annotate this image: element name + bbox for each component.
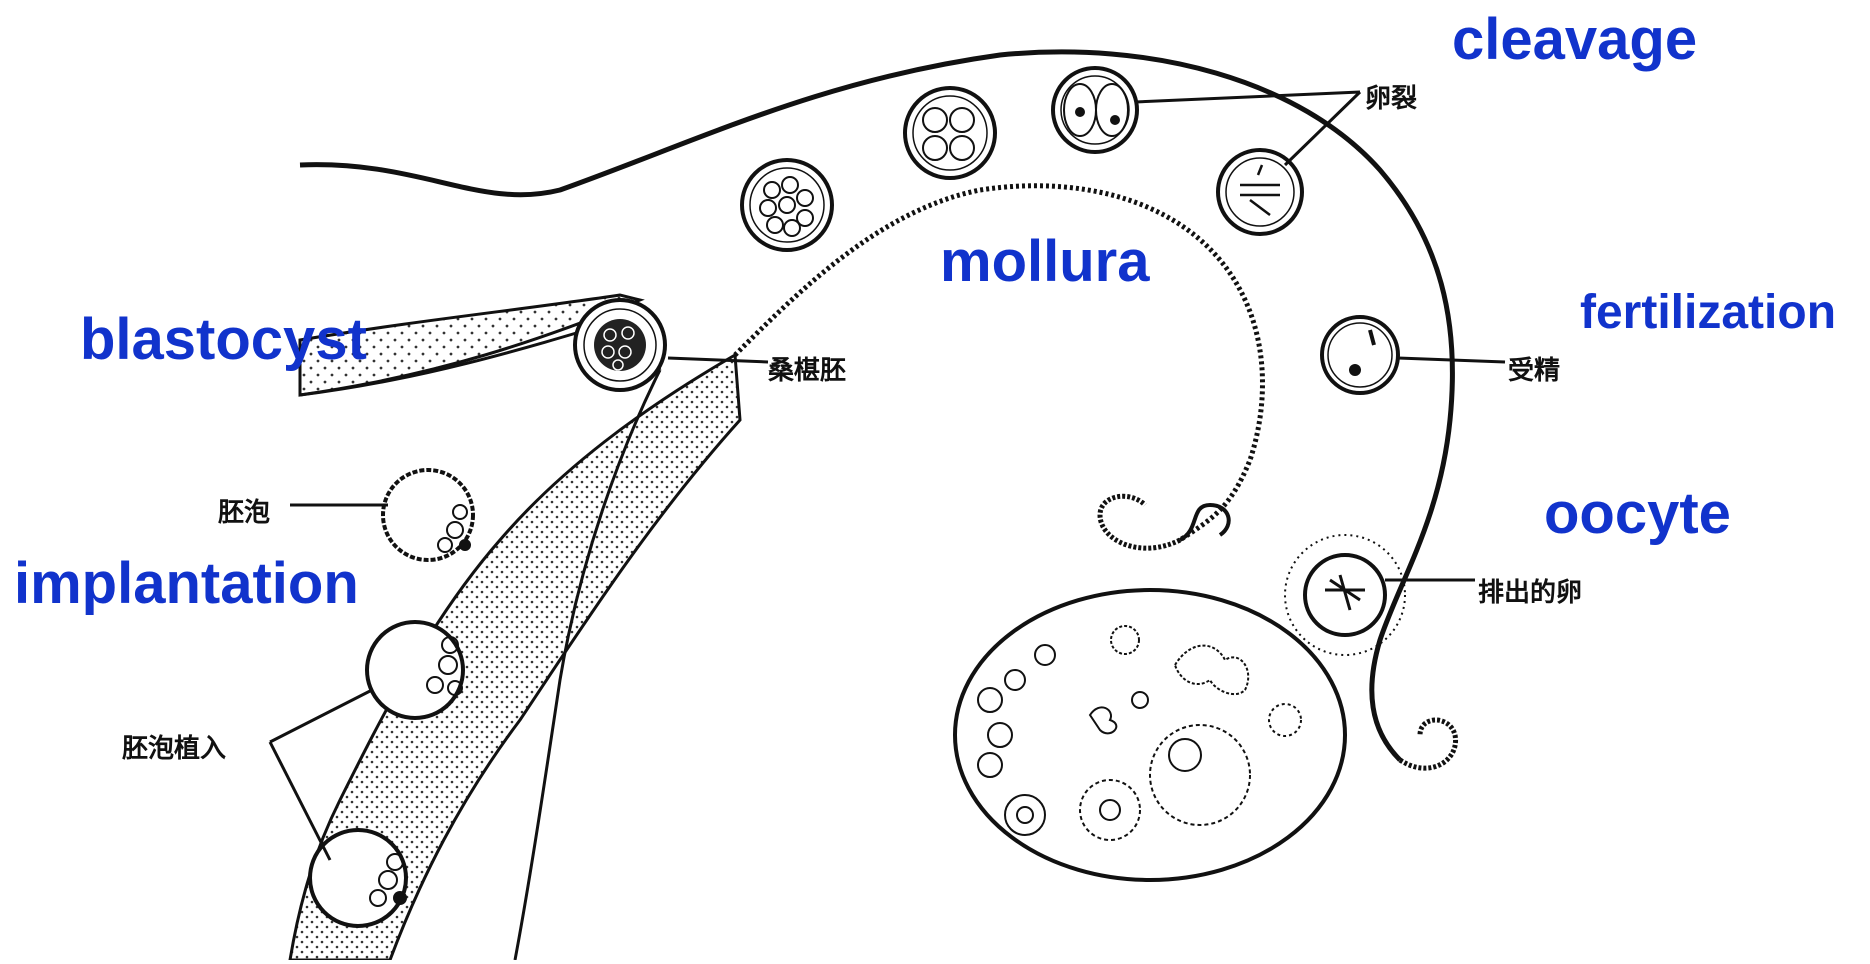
ovulated-egg	[1285, 535, 1405, 655]
cleavage-stage-four-cell	[905, 88, 995, 178]
fertilized-egg	[1322, 317, 1398, 393]
zh-label-blastocyst: 胚泡	[218, 492, 270, 529]
label-cleavage: cleavage	[1452, 6, 1697, 73]
blastocyst-free	[383, 470, 473, 560]
ovary	[955, 590, 1345, 880]
zh-label-morula: 桑椹胚	[768, 350, 846, 387]
label-blastocyst: blastocyst	[80, 306, 367, 373]
label-oocyte: oocyte	[1544, 480, 1731, 547]
zh-label-implantation: 胚泡植入	[122, 728, 226, 765]
cleavage-stage-eight-cell	[742, 160, 832, 250]
fimbria-curl-bottom	[1400, 720, 1456, 768]
zh-label-cleavage: 卵裂	[1365, 78, 1417, 115]
zh-label-ovulated-egg: 排出的卵	[1478, 572, 1582, 609]
label-implantation: implantation	[14, 550, 359, 617]
cleavage-stage-two-cell	[1053, 68, 1137, 152]
fimbria-curl-left	[1100, 496, 1180, 548]
label-mollura: mollura	[940, 228, 1150, 295]
blastocyst-implanting-1	[367, 622, 463, 718]
zh-label-fertilization: 受精	[1508, 350, 1560, 387]
morula	[575, 300, 665, 390]
label-fertilization: fertilization	[1580, 285, 1836, 340]
blastocyst-implanting-2	[310, 830, 407, 926]
